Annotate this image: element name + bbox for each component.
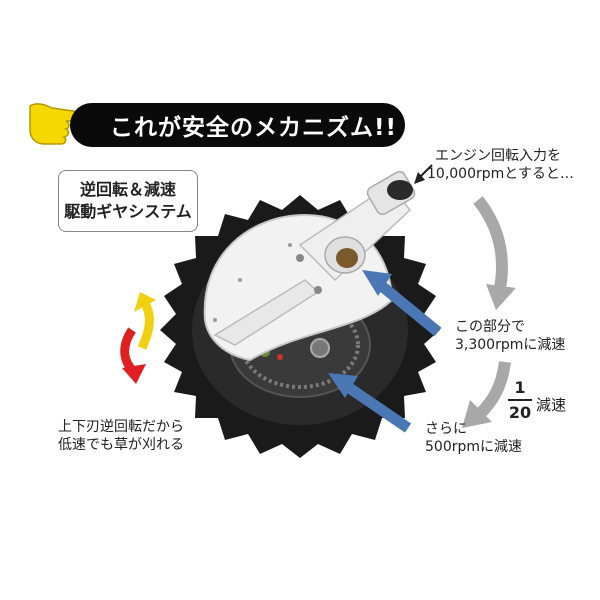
system-label-line2: 駆動ギヤシステム <box>64 202 192 221</box>
first-stage-line2: 3,300rpmに減速 <box>455 337 566 353</box>
flow-arrow-lower <box>462 361 511 428</box>
system-label-line1: 逆回転＆減速 <box>79 180 176 199</box>
second-stage-line2: 500rpmに減速 <box>425 439 523 455</box>
engine-input-text: エンジン回転入力を 10,000rpmとすると… <box>427 147 574 183</box>
engine-pointer-arrow <box>414 164 433 184</box>
second-stage-text: さらに 500rpmに減速 <box>425 420 522 456</box>
engine-input-line2: 10,000rpmとすると… <box>427 166 574 182</box>
rotation-arrows-icon <box>120 292 156 384</box>
first-stage-line1: この部分で <box>455 319 525 335</box>
second-stage-line1: さらに <box>425 421 467 437</box>
ratio-denominator: 20 <box>508 403 532 422</box>
blade-note-line1: 上下刃逆回転だから <box>58 419 184 435</box>
ratio-fraction: 1 20 <box>508 378 532 422</box>
blade-note-line2: 低速でも草が刈れる <box>58 437 184 453</box>
pointing-hand-icon <box>29 103 86 145</box>
pointer-arrow-lower <box>328 373 412 433</box>
engine-input-line1: エンジン回転入力を <box>435 148 561 164</box>
first-stage-text: この部分で 3,300rpmに減速 <box>455 318 565 354</box>
headline-text: これが安全のメカニズム!! <box>110 115 397 141</box>
pointer-arrow-upper <box>362 270 442 337</box>
ratio-numerator: 1 <box>514 378 526 397</box>
system-label-box: 逆回転＆減速 駆動ギヤシステム <box>58 170 198 232</box>
blade-note-text: 上下刃逆回転だから 低速でも草が刈れる <box>58 418 184 454</box>
shaft-housing <box>296 170 416 294</box>
ratio-suffix: 減速 <box>536 396 567 414</box>
flow-arrow-upper <box>473 196 516 310</box>
headline-banner: これが安全のメカニズム!! <box>70 103 405 147</box>
